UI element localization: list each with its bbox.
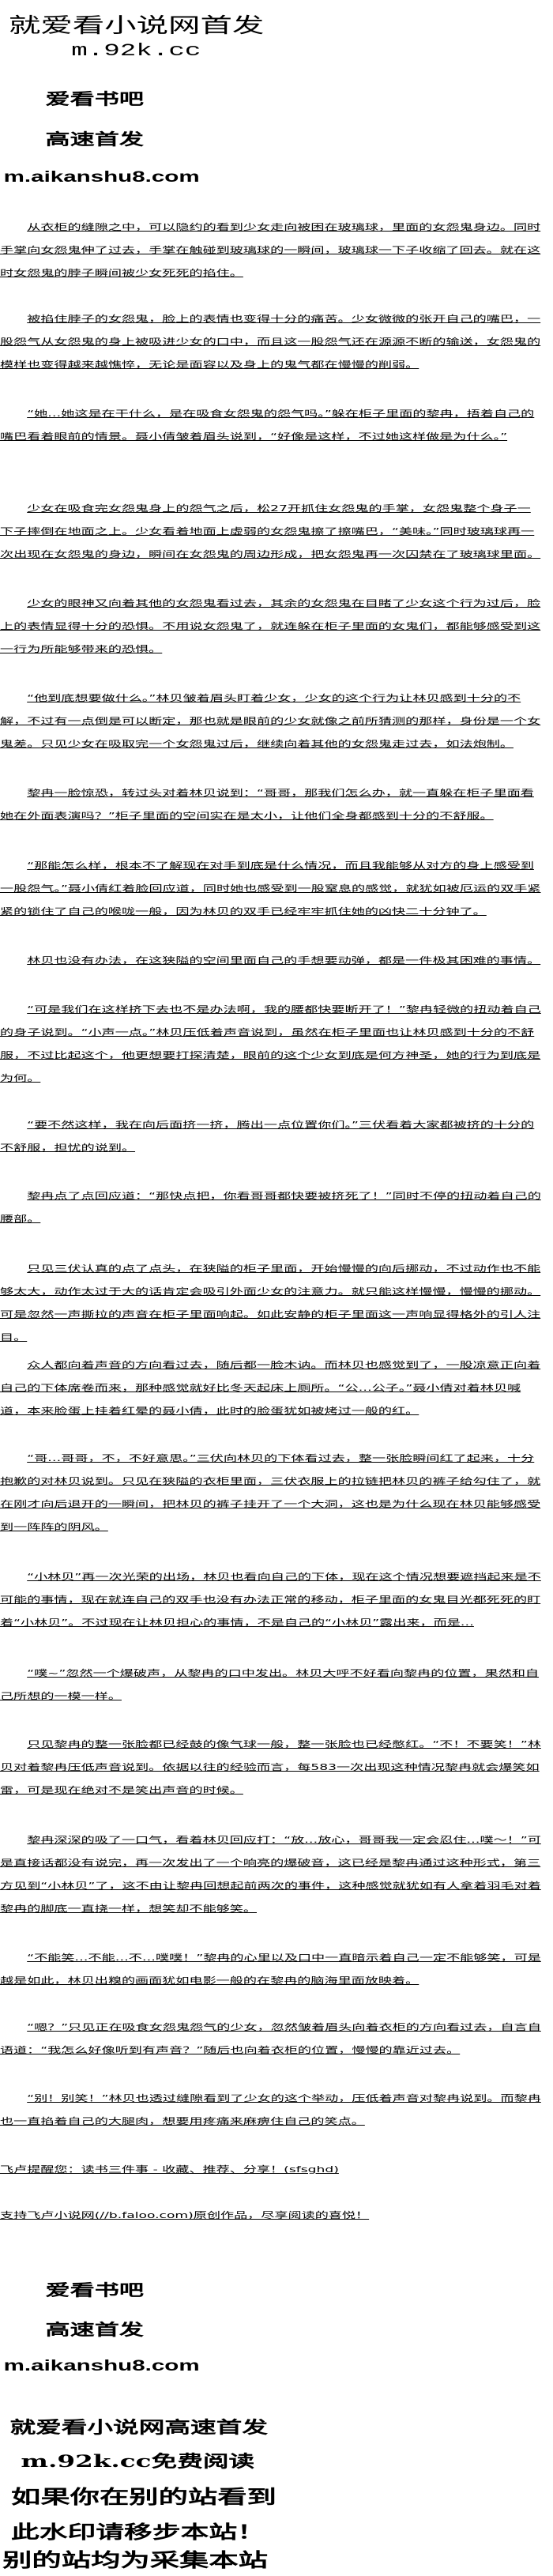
paragraph: “嗯？”只见正在吸食女怨鬼怨气的少女，忽然皱着眉头向着衣柜的方向看过去，自言自语… (0, 2022, 541, 2055)
site-slogan: 高速首发 (45, 130, 144, 149)
site-name: 爱看书吧 (45, 89, 144, 108)
paragraph: 少女在吸食完女怨鬼身上的怨气之后，松27开抓住女怨鬼的手掌，女怨鬼整个身子一下子… (0, 503, 541, 559)
footer-site-url[interactable]: m.aikanshu8.com (3, 2358, 200, 2375)
paragraph: 黎冉一脸惊恐，转过头对着林贝说到：“哥哥，那我们怎么办，就一直躲在柜子里面看她在… (0, 788, 534, 821)
reading-tip-note: 飞卢提醒您：读书三件事 - 收藏、推荐、分享！(sfsghd) (0, 2164, 339, 2175)
footer-watermark-line: 如果你在别的站看到 (10, 2485, 276, 2508)
paragraph: “别！别笑！”林贝也透过缝隙看到了少女的这个举动，压低着声音对黎冉说到。而黎冉也… (0, 2093, 541, 2126)
footer-watermark-line: 此水印请移步本站！ (10, 2521, 265, 2543)
paragraph: “小林贝”再一次光荣的出场，林贝也看向自己的下体，现在这个情况想要遮挡起来是不可… (0, 1572, 541, 1628)
support-note: 支持飞卢小说网(//b.faloo.com)原创作品，尽享阅读的喜悦！ (0, 2210, 370, 2220)
paragraph: 只见黎冉的整一张脸都已经鼓的像气球一般，整一张脸也已经憋红。“不！不要笑！”林贝… (0, 1739, 541, 1795)
watermark-title: 就爱看小说网首发 (8, 14, 265, 38)
paragraph: 少女的眼神又向着其他的女怨鬼看过去，其余的女怨鬼在目睹了少女这个行为过后，脸上的… (0, 598, 541, 654)
paragraph: “哥…哥哥，不，不好意思。”三伏向林贝的下体看过去，整一张脸瞬间红了起来，十分抱… (0, 1453, 541, 1532)
paragraph: 众人都向着声音的方向看过去，随后都一脸木讷。而林贝也感觉到了，一股凉意正向着自己… (0, 1360, 541, 1416)
paragraph: 被掐住脖子的女怨鬼，脸上的表情也变得十分的痛苦。少女微微的张开自己的嘴巴，一股怨… (0, 314, 541, 370)
paragraph: 从衣柜的缝隙之中，可以隐约的看到少女走向被困在玻璃球，里面的女怨鬼身边。同时手掌… (0, 222, 541, 278)
paragraph: 只见三伏认真的点了点头，在狭隘的柜子里面，开始慢慢的向后挪动，不过动作也不能够太… (0, 1264, 541, 1343)
paragraph: 黎冉点了点回应道：“那快点把，你看哥哥都快要被挤死了！”同时不停的扭动着自己的腰… (0, 1191, 541, 1224)
paragraph: “要不然这样，我在向后面挤一挤，腾出一点位置你们。”三伏看着大家都被挤的十分的不… (0, 1120, 535, 1153)
paragraph: “不能笑…不能…不…噗噗！”黎冉的心里以及口中一直暗示着自己一定不能够笑，可是越… (0, 1953, 541, 1986)
watermark-url: m.92k.cc (71, 41, 201, 61)
paragraph: “噗~”忽然一个爆破声，从黎冉的口中发出。林贝大呼不好看向黎冉的位置，果然和自己… (0, 1668, 540, 1701)
paragraph: “他到底想要做什么。”林贝皱着眉头盯着少女，少女的这个行为让林贝感到十分的不解，… (0, 693, 541, 749)
paragraph: 林贝也没有办法，在这狭隘的空间里面自己的手想要动弹，都是一件极其困难的事情。 (27, 955, 541, 966)
footer-site-name: 爱看书吧 (45, 2280, 144, 2299)
paragraph: “那能怎么样，根本不了解现在对手到底是什么情况，而且我能够从对方的身上感受到一股… (0, 861, 541, 917)
footer-watermark-line: m.92k.cc免费阅读 (21, 2451, 255, 2471)
site-url[interactable]: m.aikanshu8.com (3, 169, 200, 186)
footer-watermark-line: 就爱看小说网高速首发 (9, 2417, 268, 2437)
paragraph: “她…她这是在干什么，是在吸食女怨鬼的怨气吗。”躲在柜子里面的黎冉，捂着自己的嘴… (0, 409, 535, 442)
footer-watermark-line: 别的站均为采集本站 (2, 2548, 268, 2571)
footer-site-slogan: 高速首发 (45, 2320, 144, 2339)
paragraph: “可是我们在这样挤下去也不是办法啊，我的腰都快要断开了！”黎冉轻微的扭动着自己的… (0, 1004, 541, 1083)
paragraph: 黎冉深深的吸了一口气，看着林贝回应打：“放…放心，哥哥我一定会忍住…噗～！”可是… (0, 1835, 541, 1914)
